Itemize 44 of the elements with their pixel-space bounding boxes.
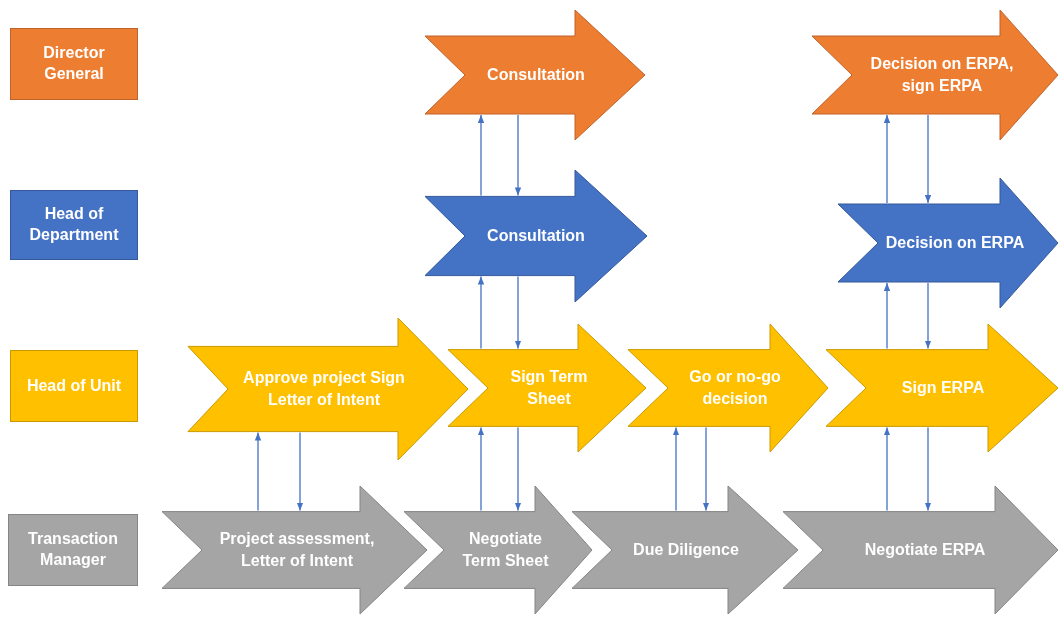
- flow-arrow: [477, 426, 485, 512]
- role-box: Head of Unit: [10, 350, 138, 422]
- process-step: [425, 10, 645, 140]
- step-label: Sign ERPA: [900, 377, 986, 398]
- flow-arrow: [883, 282, 891, 350]
- step-label: Project assessment, Letter of Intent: [218, 528, 376, 571]
- role-box: Transaction Manager: [8, 514, 138, 586]
- step-label: Negotiate ERPA: [863, 539, 987, 560]
- step-label: Negotiate Term Sheet: [461, 528, 550, 571]
- flow-arrow: [924, 114, 932, 204]
- process-step: [838, 178, 1058, 308]
- step-label: Sign Term Sheet: [509, 366, 589, 409]
- process-step: [628, 324, 828, 452]
- step-label: Approve project Sign Letter of Intent: [242, 367, 406, 410]
- step-label: Decision on ERPA, sign ERPA: [869, 53, 1015, 96]
- step-label: Consultation: [486, 64, 586, 85]
- flow-arrow: [254, 431, 262, 512]
- process-step: [572, 486, 798, 614]
- flow-arrow: [514, 114, 522, 197]
- process-step: [425, 170, 647, 302]
- step-label: Decision on ERPA: [884, 232, 1026, 253]
- flow-arrow: [702, 426, 710, 512]
- flow-arrow: [672, 426, 680, 512]
- role-box: Head of Department: [10, 190, 138, 260]
- step-label: Consultation: [486, 225, 586, 246]
- flow-arrow: [514, 275, 522, 350]
- process-step: [448, 324, 646, 452]
- flow-arrow: [924, 426, 932, 512]
- role-box: Director General: [10, 28, 138, 100]
- flow-arrow: [883, 426, 891, 512]
- flow-arrow: [477, 114, 485, 197]
- process-step: [783, 486, 1058, 614]
- process-step: [812, 10, 1058, 140]
- process-step: [404, 486, 592, 614]
- process-step: [162, 486, 427, 614]
- process-step: [188, 318, 468, 460]
- flow-arrow: [883, 114, 891, 204]
- flow-arrow: [924, 282, 932, 350]
- step-label: Go or no-go decision: [688, 366, 782, 409]
- step-label: Due Diligence: [632, 539, 740, 560]
- flow-arrow: [296, 431, 304, 512]
- process-step: [826, 324, 1058, 452]
- flow-arrow: [514, 426, 522, 512]
- flow-arrow: [477, 275, 485, 350]
